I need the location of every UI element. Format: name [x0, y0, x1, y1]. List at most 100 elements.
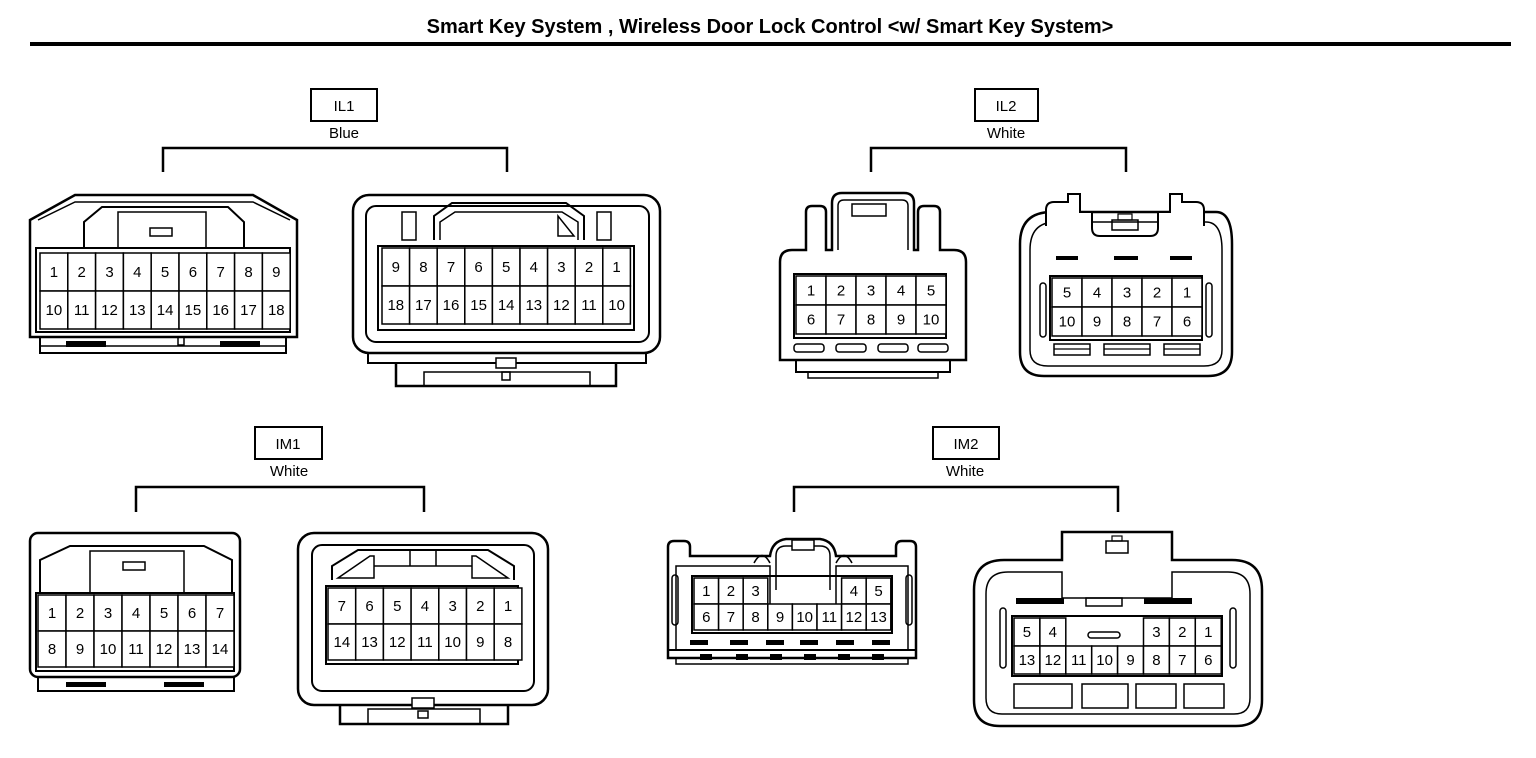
pin-number: 9 — [776, 609, 784, 626]
pin-cell — [121, 630, 151, 668]
pin-cell — [1051, 306, 1083, 337]
pin-cell — [149, 630, 179, 668]
pin-number: 8 — [504, 634, 512, 651]
pin-number: 6 — [474, 259, 482, 276]
pin-number: 7 — [1153, 314, 1161, 331]
pin-cell — [1171, 277, 1203, 308]
pin-cell — [795, 275, 827, 306]
pin-cell — [1141, 277, 1173, 308]
pin-cell — [546, 285, 576, 325]
pin-number: 2 — [78, 264, 86, 281]
pin-number: 7 — [338, 598, 346, 615]
pin-cell — [865, 603, 892, 631]
pin-number: 8 — [867, 312, 875, 329]
pin-cell — [1194, 645, 1222, 675]
pin-cell — [1142, 645, 1171, 675]
pin-cell — [233, 290, 264, 330]
pin-number: 4 — [530, 259, 538, 276]
pin-cell — [1090, 645, 1119, 675]
pin-number: 12 — [553, 297, 570, 314]
pin-number: 3 — [105, 264, 113, 281]
pin-number: 10 — [923, 312, 940, 329]
pin-cell — [1194, 617, 1222, 647]
pin-cell — [574, 247, 604, 287]
pin-number: 10 — [444, 634, 461, 651]
pin-number: 1 — [48, 605, 56, 622]
pin-cell — [915, 275, 947, 306]
pin-number: 17 — [415, 297, 432, 314]
pin-number: 2 — [1153, 285, 1161, 302]
pin-number: 3 — [104, 605, 112, 622]
pin-number: 9 — [392, 259, 400, 276]
pin-number: 3 — [1123, 285, 1131, 302]
pin-cell — [382, 623, 412, 661]
pin-cell — [1171, 306, 1203, 337]
pin-number: 9 — [897, 312, 905, 329]
pin-number: 3 — [867, 283, 875, 300]
pin-number: 4 — [850, 583, 858, 600]
pin-number: 16 — [212, 302, 229, 319]
pin-cell — [1111, 277, 1143, 308]
im2-color: White — [946, 463, 984, 480]
im1-bracket — [134, 485, 426, 512]
im2-tag: IM2 — [953, 436, 978, 453]
pin-number: 1 — [702, 583, 710, 600]
pin-cell — [205, 630, 235, 668]
pin-number: 8 — [419, 259, 427, 276]
pin-number: 13 — [361, 634, 378, 651]
pin-number: 1 — [807, 283, 815, 300]
pin-number: 3 — [448, 598, 456, 615]
pin-cell — [261, 290, 291, 330]
pin-number: 2 — [1178, 624, 1186, 641]
pin-number: 3 — [1152, 624, 1160, 641]
pin-number: 6 — [1183, 314, 1191, 331]
pin-cell — [465, 587, 495, 625]
pin-number: 2 — [837, 283, 845, 300]
pin-number: 3 — [751, 583, 759, 600]
pin-number: 7 — [727, 609, 735, 626]
im2-bracket — [792, 485, 1120, 512]
im1-color: White — [270, 463, 308, 480]
pin-number: 3 — [557, 259, 565, 276]
pin-number: 8 — [1123, 314, 1131, 331]
pin-number: 14 — [157, 302, 174, 319]
pin-number: 11 — [1071, 652, 1087, 669]
pin-number: 8 — [1152, 652, 1160, 669]
il1-tag-box — [310, 88, 378, 122]
pin-cell — [885, 304, 917, 335]
pin-number: 1 — [1183, 285, 1191, 302]
pin-number: 1 — [50, 264, 58, 281]
pin-number: 13 — [1019, 652, 1036, 669]
pin-number: 2 — [76, 605, 84, 622]
pin-cell — [233, 252, 264, 292]
pin-number: 12 — [389, 634, 406, 651]
pin-cell — [519, 247, 549, 287]
pin-cell — [1013, 617, 1041, 647]
pin-number: 9 — [272, 264, 280, 281]
pin-number: 18 — [268, 302, 285, 319]
pin-number: 4 — [132, 605, 140, 622]
pin-number: 1 — [1204, 624, 1212, 641]
il2-tag: IL2 — [996, 98, 1017, 115]
diagram-title: Smart Key System , Wireless Door Lock Co… — [426, 16, 1114, 38]
pin-number: 8 — [751, 609, 759, 626]
pin-cell — [493, 623, 523, 661]
pin-number: 5 — [161, 264, 169, 281]
pin-number: 13 — [129, 302, 146, 319]
pin-number: 10 — [796, 609, 813, 626]
pin-number: 6 — [702, 609, 710, 626]
pin-cell — [122, 252, 152, 292]
pin-number: 5 — [160, 605, 168, 622]
pin-number: 2 — [476, 598, 484, 615]
pin-number: 10 — [1096, 652, 1113, 669]
title-rule — [30, 42, 1511, 46]
pin-number: 11 — [417, 634, 433, 651]
pin-cell — [767, 603, 794, 631]
il2-tag-box — [974, 88, 1039, 122]
pin-number: 14 — [498, 297, 515, 314]
pin-number: 4 — [1093, 285, 1101, 302]
